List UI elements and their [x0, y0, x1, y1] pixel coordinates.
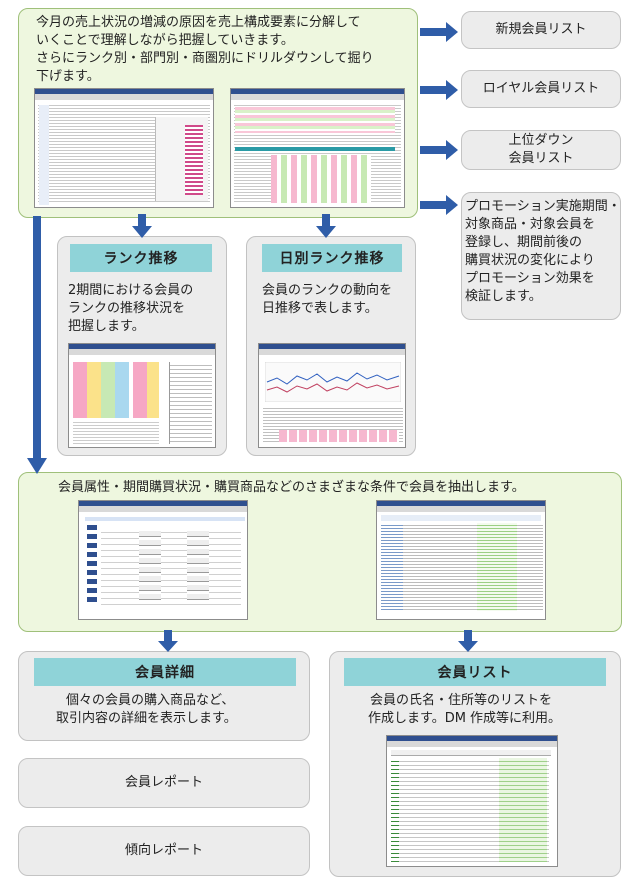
sales-analysis-line-4: 下げます。 — [36, 69, 100, 84]
arrow-to-member-detail-icon — [158, 630, 178, 652]
rank-transition-title: ランク推移 — [70, 244, 212, 272]
promotion-line-5: プロモーション効果を — [465, 271, 595, 286]
promotion-line-6: 検証します。 — [465, 289, 542, 304]
arrow-to-loyal-members-icon — [420, 80, 458, 100]
rank-down-member-list-box: 上位ダウン 会員リスト — [461, 130, 621, 170]
daily-rank-screenshot — [258, 343, 406, 448]
rank-transition-line-2: ランクの推移状況を — [68, 301, 186, 316]
arrow-to-rank-down-icon — [420, 140, 458, 160]
rank-transition-line-3: 把握します。 — [68, 319, 145, 334]
sales-analysis-line-3: さらにランク別・部門別・商圏別にドリルダウンして掘り — [36, 51, 374, 66]
daily-rank-line-2: 日推移で表します。 — [262, 301, 378, 316]
daily-rank-line-1: 会員のランクの動向を — [262, 283, 393, 298]
promotion-box — [461, 192, 621, 320]
arrow-to-promotion-icon — [420, 195, 458, 215]
promotion-line-4: 購買状況の変化により — [465, 253, 595, 268]
sales-analysis-screenshot-2 — [230, 88, 405, 208]
sales-analysis-line-2: いくことで理解しながら把握していきます。 — [36, 33, 294, 48]
member-list-line-1: 会員の氏名・住所等のリストを — [370, 693, 553, 708]
extraction-conditions-screenshot — [78, 500, 248, 620]
promotion-line-2: 対象商品・対象会員を — [465, 217, 596, 232]
extraction-results-screenshot — [376, 500, 546, 620]
member-list-title: 会員リスト — [344, 658, 606, 686]
new-member-list-label: 新規会員リスト — [495, 22, 587, 37]
member-extraction-text: 会員属性・期間購買状況・購買商品などのさまざまな条件で会員を抽出します。 — [58, 480, 525, 495]
rank-down-line-1: 上位ダウン — [508, 133, 574, 148]
daily-rank-title: 日別ランク推移 — [262, 244, 402, 272]
rank-transition-line-1: 2期間における会員の — [68, 283, 194, 298]
arrow-to-member-list-icon — [458, 630, 478, 652]
trend-report-box: 傾向レポート — [18, 826, 310, 876]
sales-analysis-screenshot-1 — [34, 88, 214, 208]
loyal-member-list-label: ロイヤル会員リスト — [482, 81, 600, 96]
member-list-line-2: 作成します。DM 作成等に利用。 — [368, 711, 562, 726]
member-report-box: 会員レポート — [18, 758, 310, 808]
rank-transition-screenshot — [68, 343, 216, 448]
rank-down-line-2: 会員リスト — [508, 151, 574, 166]
sales-analysis-line-1: 今月の売上状況の増減の原因を売上構成要素に分解して — [36, 15, 361, 30]
member-detail-title: 会員詳細 — [34, 658, 296, 686]
arrow-to-new-members-icon — [420, 22, 458, 42]
member-report-label: 会員レポート — [124, 775, 203, 790]
loyal-member-list-box: ロイヤル会員リスト — [461, 70, 621, 108]
promotion-line-1: プロモーション実施期間・ — [465, 199, 621, 214]
promotion-line-3: 登録し、期間前後の — [465, 235, 583, 250]
arrow-to-daily-rank-icon — [316, 214, 336, 238]
new-member-list-box: 新規会員リスト — [461, 11, 621, 49]
arrow-to-rank-transition-icon — [132, 214, 152, 238]
rank-down-member-list-label: 上位ダウン 会員リスト — [508, 132, 573, 168]
member-detail-line-2: 取引内容の詳細を表示します。 — [56, 711, 237, 726]
member-detail-line-1: 個々の会員の購入商品など、 — [66, 693, 235, 708]
trend-report-label: 傾向レポート — [124, 843, 203, 858]
arrow-to-member-extraction-icon — [27, 216, 47, 474]
daily-rank-line-graph-icon — [265, 362, 401, 402]
member-list-screenshot — [386, 735, 558, 867]
